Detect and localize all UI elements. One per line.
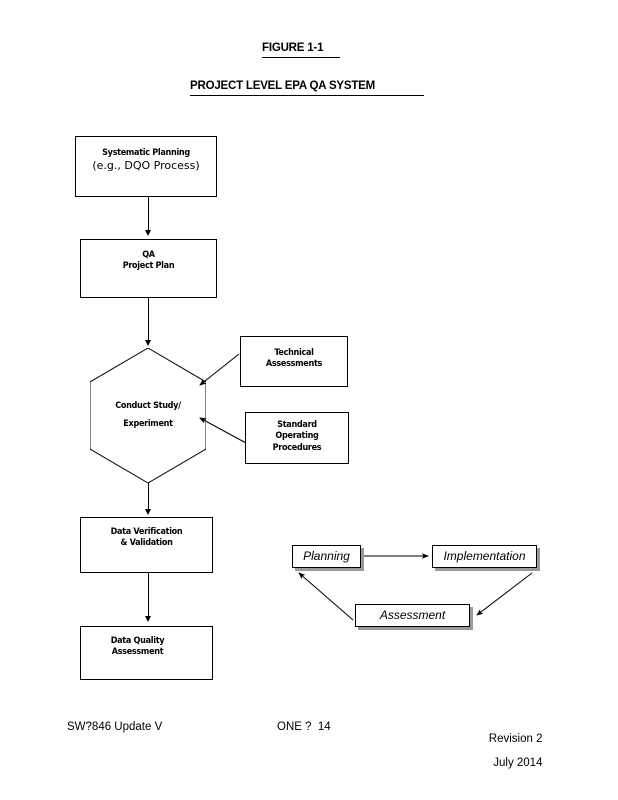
arrow-qapp-to-study-head — [144, 340, 151, 346]
node-technical-assessments-line2: Assessments — [265, 359, 323, 370]
node-systematic-planning-line2: (e.g., DQO Process) — [92, 159, 200, 173]
node-data-quality-assessment-line2: Assessment — [111, 647, 164, 658]
cycle-node-planning: Planning — [292, 545, 361, 568]
node-systematic-planning: Systematic Planning (e.g., DQO Process) — [75, 136, 217, 197]
node-sop-line1: Standard — [277, 420, 317, 430]
arrow-implementation-to-assessment — [476, 572, 533, 616]
node-standard-operating-procedures: Standard Operating Procedures — [245, 412, 349, 464]
node-data-quality-assessment: Data Quality Assessment — [80, 626, 213, 680]
figure-title-underline — [262, 57, 340, 58]
cycle-node-implementation: Implementation — [432, 545, 537, 568]
node-data-verification-line1: Data Verification — [110, 527, 183, 537]
node-data-quality-assessment-line1: Data Quality — [110, 636, 165, 646]
cycle-node-assessment-label: Assessment — [379, 608, 446, 622]
arrow-study-to-dvv-head — [144, 509, 151, 515]
arrow-qapp-to-study-line — [148, 298, 149, 342]
figure-title: FIGURE 1-1 — [262, 42, 340, 58]
footer-left: SW?846 Update V — [67, 721, 163, 733]
arrow-assessment-to-planning — [298, 572, 354, 621]
node-conduct-study-shape — [90, 348, 206, 483]
arrow-dvv-to-dqa-line — [148, 573, 149, 618]
cycle-node-planning-label: Planning — [303, 549, 350, 563]
node-systematic-planning-line1: Systematic Planning — [102, 148, 190, 158]
arrow-dvv-to-dqa-head — [144, 616, 151, 622]
cycle-node-assessment: Assessment — [355, 604, 470, 627]
system-title: PROJECT LEVEL EPA QA SYSTEM — [190, 80, 424, 96]
cycle-node-implementation-label: Implementation — [443, 549, 526, 563]
node-conduct-study-line2: Experiment — [123, 419, 173, 429]
node-data-verification-line2: & Validation — [120, 538, 173, 549]
node-conduct-study-label: Conduct Study/ Experiment — [90, 395, 206, 431]
figure-title-text: FIGURE 1-1 — [262, 42, 324, 54]
footer-center: ONE ? 14 — [277, 721, 331, 733]
arrow-planning-to-qapp-line — [148, 197, 149, 232]
node-sop-line2: Operating — [275, 431, 319, 442]
node-conduct-study-line1: Conduct Study/ — [115, 401, 181, 411]
system-title-underline — [190, 95, 424, 96]
footer-right: Revision 2 July 2014 — [476, 721, 543, 793]
footer-revision: Revision 2 — [488, 733, 543, 745]
system-title-text: PROJECT LEVEL EPA QA SYSTEM — [190, 80, 376, 92]
arrow-sop-to-study — [199, 417, 247, 444]
node-qa-project-plan-line1: QA — [142, 250, 155, 260]
arrow-study-to-dvv-line — [148, 483, 149, 511]
node-data-verification: Data Verification & Validation — [80, 517, 213, 573]
node-technical-assessments: Technical Assessments — [240, 336, 348, 387]
footer-date: July 2014 — [493, 757, 543, 769]
node-technical-assessments-line1: Technical — [274, 348, 314, 358]
node-qa-project-plan: QA Project Plan — [80, 239, 217, 298]
node-qa-project-plan-line2: Project Plan — [122, 261, 175, 272]
node-sop-line3: Procedures — [272, 442, 322, 453]
arrow-planning-to-qapp-head — [144, 230, 151, 236]
